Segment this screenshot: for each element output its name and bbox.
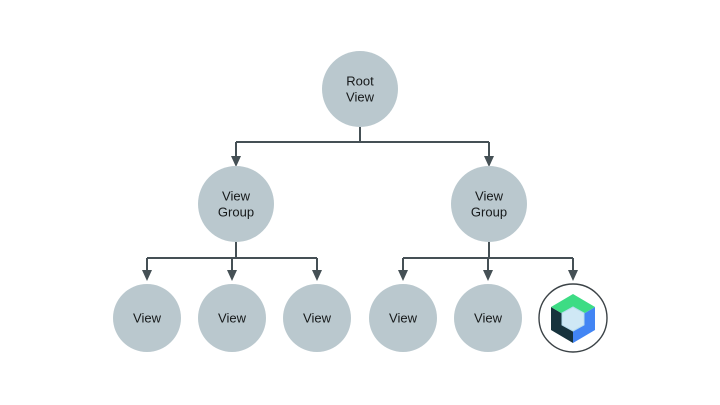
root-view-label-line2: View bbox=[346, 89, 375, 104]
root-view-label-line1: Root bbox=[346, 73, 374, 88]
arrow-head-view-5 bbox=[483, 270, 493, 281]
view-5-circle[interactable] bbox=[454, 284, 522, 352]
view-group-right-label-line2: Group bbox=[471, 204, 507, 219]
connector-viewgroup-right-to-views bbox=[398, 242, 578, 281]
connector-viewgroup-left-to-views bbox=[142, 242, 322, 281]
node-view-4[interactable]: View bbox=[369, 284, 437, 352]
view-4-circle[interactable] bbox=[369, 284, 437, 352]
jetpack-compose-logo-icon bbox=[551, 294, 595, 343]
view-group-left-label-line2: Group bbox=[218, 204, 254, 219]
view-2-circle[interactable] bbox=[198, 284, 266, 352]
view-1-circle[interactable] bbox=[113, 284, 181, 352]
view-4-label: View bbox=[389, 310, 418, 325]
arrow-head-view-2 bbox=[227, 270, 237, 281]
view-group-right-circle[interactable] bbox=[451, 166, 527, 242]
node-view-2[interactable]: View bbox=[198, 284, 266, 352]
arrow-head-view-4 bbox=[398, 270, 408, 281]
node-root-view[interactable]: Root View bbox=[322, 51, 398, 127]
node-view-1[interactable]: View bbox=[113, 284, 181, 352]
connector-root-to-viewgroups bbox=[231, 127, 494, 167]
view-group-right-label-line1: View bbox=[475, 188, 504, 203]
node-compose[interactable] bbox=[538, 283, 608, 353]
view-1-label: View bbox=[133, 310, 162, 325]
arrow-head-view-3 bbox=[312, 270, 322, 281]
view-5-label: View bbox=[474, 310, 503, 325]
node-view-group-left[interactable]: View Group bbox=[198, 166, 274, 242]
compose-logo-inner-hexagon bbox=[561, 306, 585, 332]
arrow-head-viewgroup-left bbox=[231, 156, 241, 167]
view-group-left-circle[interactable] bbox=[198, 166, 274, 242]
view-2-label: View bbox=[218, 310, 247, 325]
arrow-head-viewgroup-right bbox=[484, 156, 494, 167]
node-view-group-right[interactable]: View Group bbox=[451, 166, 527, 242]
view-3-label: View bbox=[303, 310, 332, 325]
arrow-head-view-1 bbox=[142, 270, 152, 281]
node-view-3[interactable]: View bbox=[283, 284, 351, 352]
node-view-5[interactable]: View bbox=[454, 284, 522, 352]
arrow-head-compose-node bbox=[568, 270, 578, 281]
view-3-circle[interactable] bbox=[283, 284, 351, 352]
view-group-left-label-line1: View bbox=[222, 188, 251, 203]
root-view-circle[interactable] bbox=[322, 51, 398, 127]
